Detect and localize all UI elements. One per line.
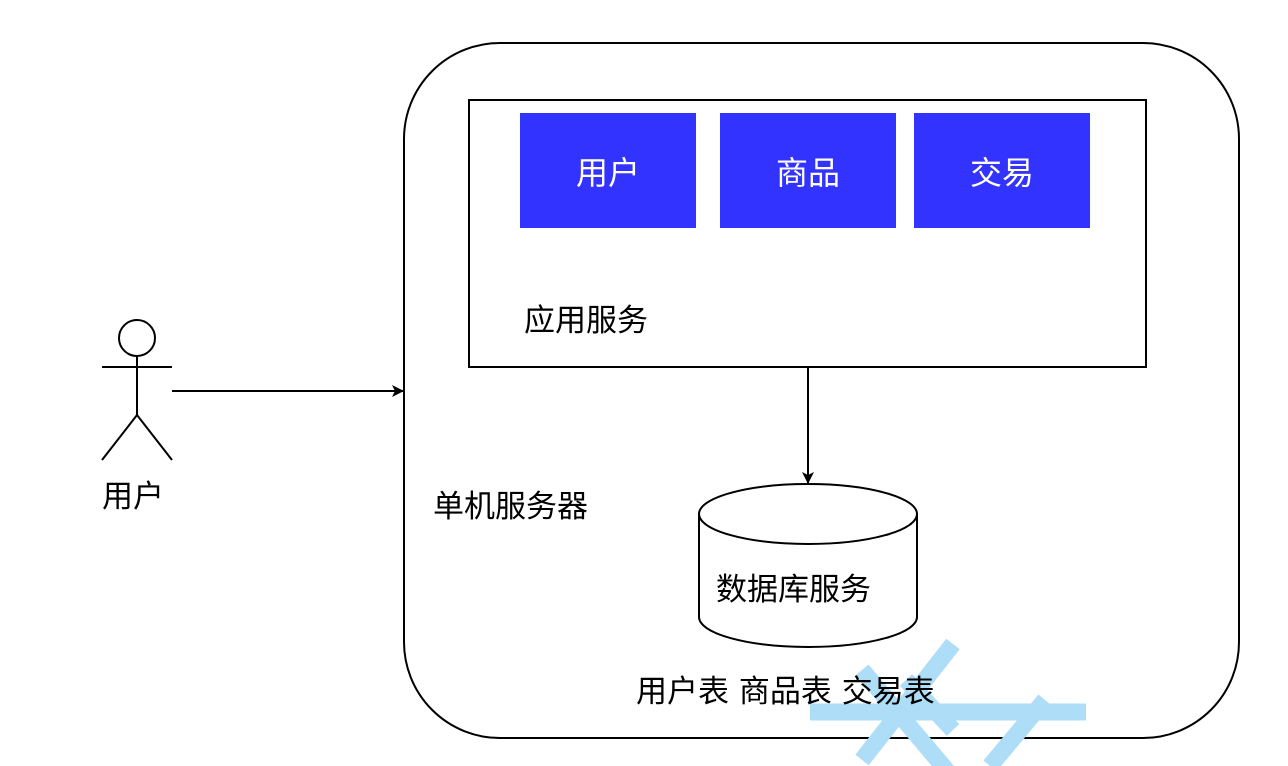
tables-label: 用户表 商品表 交易表 — [636, 674, 935, 710]
app-service-label: 应用服务 — [524, 303, 648, 339]
module-trade[interactable]: 交易 — [914, 113, 1090, 228]
module-user-label: 用户 — [575, 153, 640, 192]
watermark-logo — [810, 638, 1086, 766]
single-server-container[interactable] — [403, 42, 1240, 739]
module-product-label: 商品 — [775, 153, 840, 192]
actor-label: 用户 — [102, 479, 164, 515]
database-label: 数据库服务 — [716, 572, 871, 608]
module-user[interactable]: 用户 — [520, 113, 696, 228]
module-product[interactable]: 商品 — [720, 113, 896, 228]
server-label: 单机服务器 — [433, 489, 588, 525]
module-trade-label: 交易 — [969, 153, 1034, 192]
user-actor-icon[interactable] — [101, 319, 173, 461]
database-cylinder-icon[interactable] — [698, 483, 918, 648]
